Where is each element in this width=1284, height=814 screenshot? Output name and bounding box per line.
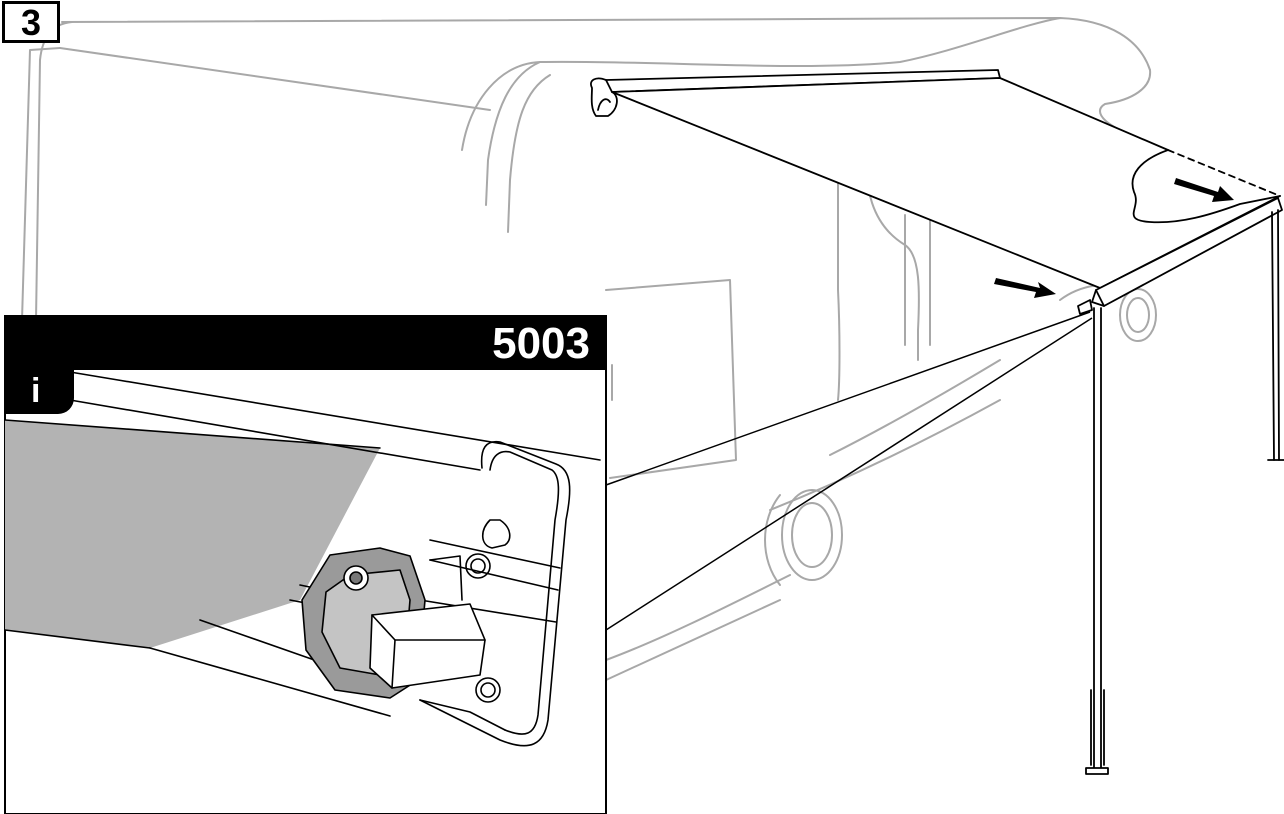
support-leg-right xyxy=(1271,209,1280,461)
step-number-badge: 3 xyxy=(2,1,60,43)
front-lead-rail xyxy=(1095,197,1283,307)
arrow-right-icon xyxy=(994,278,1056,298)
motorhome-outline xyxy=(21,17,1157,681)
info-icon: i xyxy=(5,368,74,414)
arrow-right-icon xyxy=(1174,178,1234,202)
detail-code-label: 5003 xyxy=(492,319,590,368)
detail-inset xyxy=(4,315,607,814)
awning-fabric xyxy=(611,77,1281,289)
detail-header-bar: 5003 xyxy=(5,316,606,370)
awning xyxy=(590,69,1284,775)
detail-end-cap xyxy=(419,440,571,747)
info-label: i xyxy=(31,372,41,410)
zoom-callout-lines xyxy=(605,311,1093,631)
detail-awning-fabric xyxy=(5,420,380,648)
support-leg-front xyxy=(1093,307,1102,769)
